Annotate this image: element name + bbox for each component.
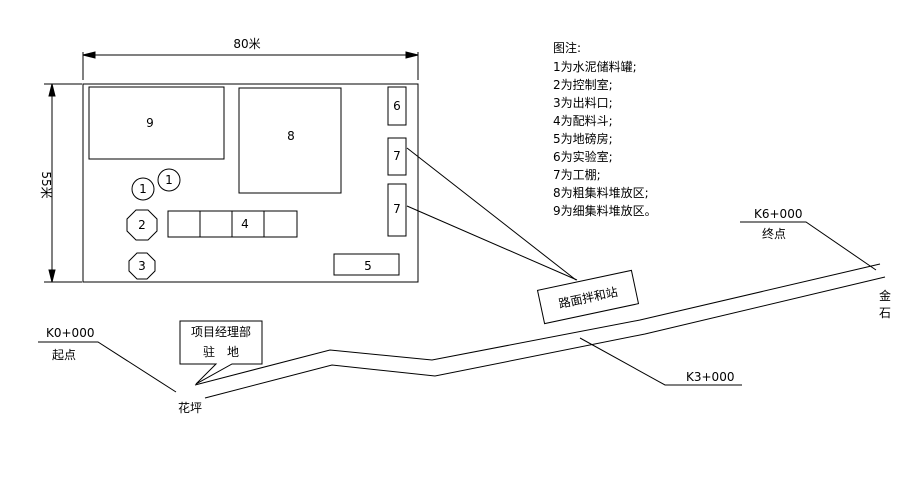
end-station: K6+000 <box>754 207 802 221</box>
start-station: K0+000 <box>46 326 94 340</box>
legend-item: 7为工棚; <box>553 167 601 182</box>
zone-6-label: 6 <box>393 99 401 113</box>
legend-item: 2为控制室; <box>553 77 613 92</box>
mid-station: K3+000 <box>686 370 734 384</box>
site-boundary <box>82 83 419 283</box>
zone-1a-label: 1 <box>139 182 147 196</box>
start-label: 起点 <box>52 348 76 362</box>
zone-7a-label: 7 <box>393 149 401 163</box>
zone-4-label: 4 <box>241 217 249 231</box>
zone-3-label: 3 <box>138 259 146 273</box>
zone-coarse-aggregate: 8 <box>238 87 342 194</box>
leader-line-lower <box>406 205 578 281</box>
zone-discharge-outlet: 3 <box>128 252 156 280</box>
project-office-callout: 项目经理部 驻 地 <box>179 320 263 385</box>
zone-7b-label: 7 <box>393 202 401 216</box>
zone-8-label: 8 <box>287 129 295 143</box>
leader-line-upper <box>406 147 577 281</box>
legend-item: 8为粗集料堆放区; <box>553 185 649 200</box>
legend-item: 6为实验室; <box>553 149 613 164</box>
start-point: K0+000 起点 <box>38 326 177 393</box>
zone-5-label: 5 <box>364 259 372 273</box>
legend-item: 3为出料口; <box>553 96 613 110</box>
zone-2-label: 2 <box>138 218 146 232</box>
legend-title: 图注: <box>553 40 581 55</box>
place-shi: 石 <box>879 306 891 320</box>
legend-item: 5为地磅房; <box>553 131 613 146</box>
place-huaping: 花坪 <box>178 400 202 415</box>
zone-batching-hoppers: 4 <box>167 210 298 238</box>
legend-item: 9为细集料堆放区。 <box>553 203 657 218</box>
zone-weighbridge-house: 5 <box>333 253 400 276</box>
mixing-station: 路面拌和站 <box>536 269 640 325</box>
width-dimension: 80米 <box>82 37 419 80</box>
zone-work-shed-1: 7 <box>387 137 407 176</box>
legend-item: 4为配料斗; <box>553 114 613 128</box>
zone-cement-tank-1: 1 <box>131 177 155 201</box>
zone-work-shed-2: 7 <box>387 183 407 237</box>
zone-fine-aggregate: 9 <box>88 86 225 160</box>
height-label: 55米 <box>39 171 53 198</box>
zone-9-label: 9 <box>146 116 154 130</box>
zone-1b-label: 1 <box>165 173 173 187</box>
mid-station-marker: K3+000 <box>579 337 742 386</box>
mixing-station-label: 路面拌和站 <box>557 284 619 311</box>
callout-line-2: 驻 地 <box>203 344 239 359</box>
end-point: K6+000 终点 <box>740 207 877 271</box>
legend-item: 1为水泥储料罐; <box>553 59 637 74</box>
road <box>194 263 886 399</box>
height-dimension: 55米 <box>39 83 82 283</box>
width-label: 80米 <box>233 37 260 51</box>
place-jin: 金 <box>879 288 891 303</box>
legend: 图注: 1为水泥储料罐; 2为控制室; 3为出料口; 4为配料斗; 5为地磅房;… <box>553 40 657 218</box>
zone-control-room: 2 <box>126 209 158 241</box>
end-label: 终点 <box>762 226 786 241</box>
callout-line-1: 项目经理部 <box>191 324 251 339</box>
zone-laboratory: 6 <box>387 86 407 126</box>
zone-cement-tank-2: 1 <box>157 168 181 192</box>
